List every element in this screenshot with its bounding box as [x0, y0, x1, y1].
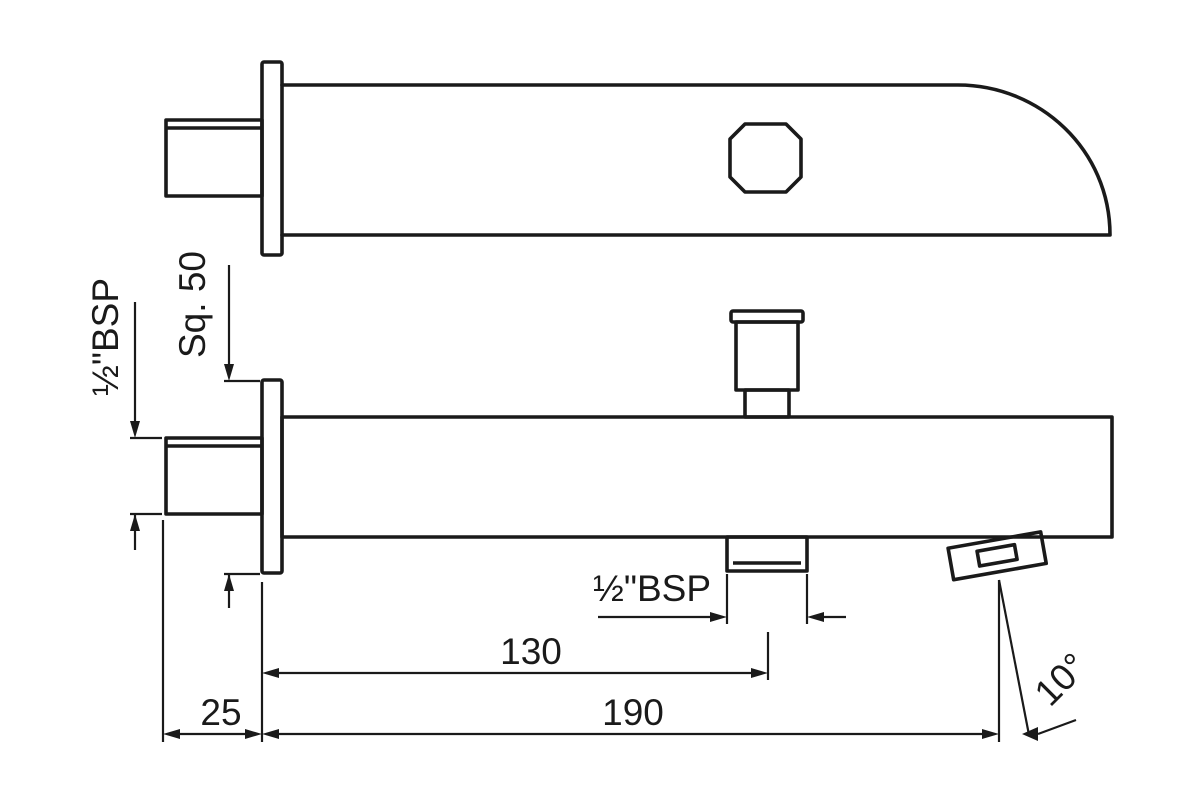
dim-flange-depth: 25: [161, 520, 262, 742]
side-view: [164, 309, 1114, 582]
diverter-stem: [743, 388, 791, 419]
dim-outlet-angle: 10°: [997, 579, 1096, 741]
top-view-wall-flange: [260, 60, 284, 257]
dim-inlet-thread: ½"BSP: [85, 278, 162, 550]
dimension-lines: Sq. 50 ½"BSP ½"BSP: [85, 251, 1095, 742]
top-view-spout-body: [280, 83, 1112, 237]
dim-diverter-thread: ½"BSP: [593, 568, 846, 624]
threaded-outlet: [725, 535, 809, 573]
label-flange-depth: 25: [200, 692, 241, 733]
top-view: [164, 60, 1112, 257]
label-diverter-offset: 130: [500, 631, 562, 672]
label-square-size: Sq. 50: [172, 251, 213, 358]
label-spout-length: 190: [602, 692, 664, 733]
dim-diverter-offset: 130: [260, 582, 770, 742]
side-view-wall-flange: [260, 378, 284, 575]
side-view-inlet-stub: [164, 436, 264, 516]
dim-square-size: Sq. 50: [172, 251, 260, 608]
label-inlet-thread: ½"BSP: [85, 278, 126, 396]
spout-outlet-aerator: [946, 530, 1049, 582]
top-view-inlet-stub: [164, 118, 264, 198]
top-view-diverter-knob: [728, 122, 803, 194]
label-diverter-thread: ½"BSP: [593, 568, 711, 609]
diverter-cap: [729, 309, 805, 324]
side-view-spout-body: [280, 415, 1114, 539]
diverter-body: [734, 320, 800, 392]
label-outlet-angle: 10°: [1027, 645, 1096, 714]
dim-spout-length: 190: [262, 580, 1001, 742]
